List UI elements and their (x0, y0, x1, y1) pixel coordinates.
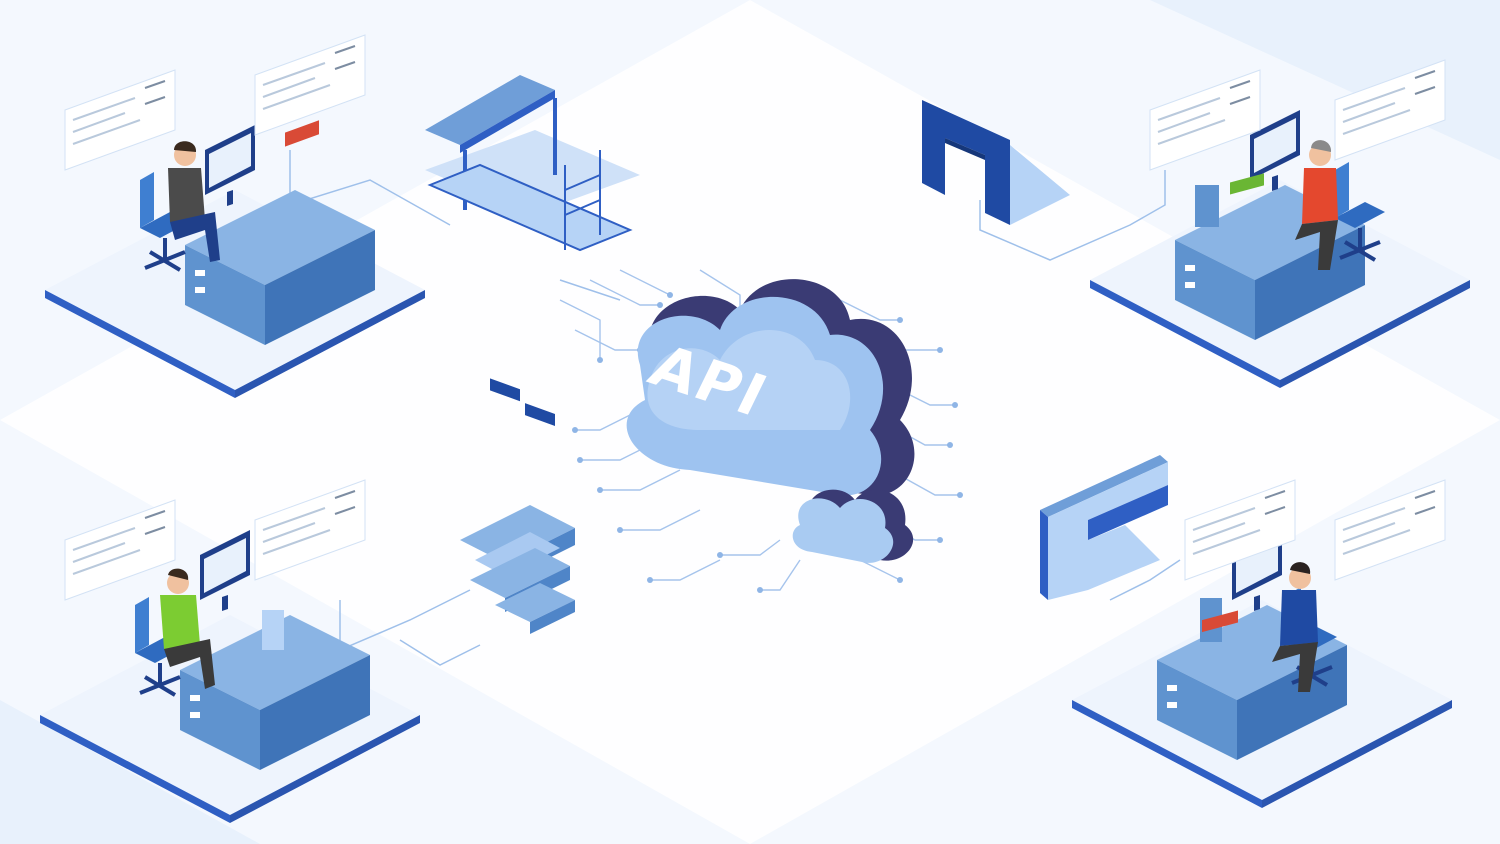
structure-model-bottom-right (1040, 455, 1168, 600)
structure-model-top-right (922, 100, 1070, 225)
api-cloud: API (626, 279, 915, 563)
connection-lines (289, 150, 1181, 666)
cloud-small (792, 498, 894, 563)
cloud-highlight (647, 330, 851, 430)
person-navy-shirt (1272, 562, 1318, 692)
person-green-shirt (160, 568, 215, 689)
structure-model-bottom-left (460, 505, 575, 634)
person-gray-shirt (168, 141, 220, 262)
structure-model-top-left (425, 75, 640, 427)
computer-tower (262, 610, 284, 650)
workstation-bottom-left (40, 530, 420, 823)
workstation-top-right (1090, 110, 1470, 388)
person-red-shirt (1295, 140, 1338, 270)
workstation-bottom-right (1072, 530, 1452, 808)
book-stack (285, 120, 319, 147)
binder (1195, 185, 1219, 227)
workstation-top-left (45, 120, 425, 398)
book-green (1230, 173, 1264, 195)
book-red (1202, 610, 1238, 633)
